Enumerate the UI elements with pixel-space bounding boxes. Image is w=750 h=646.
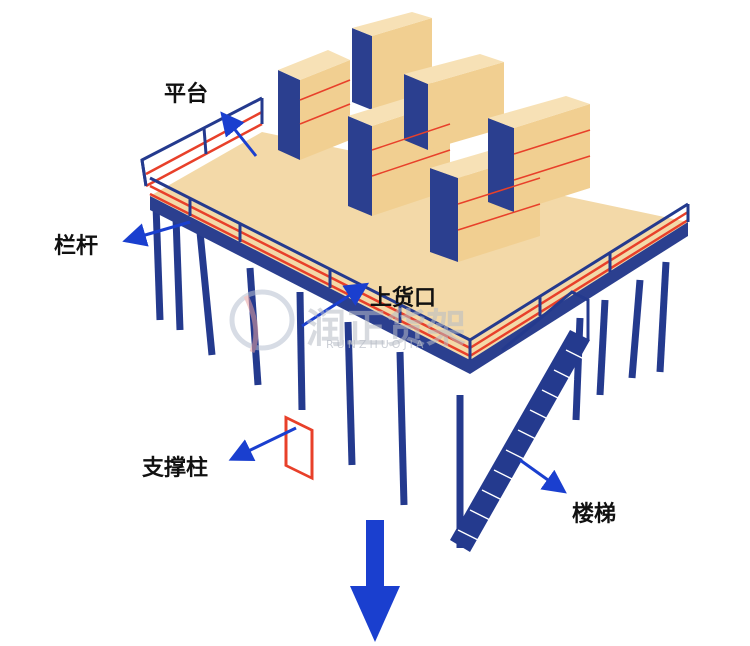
stairs-arrow	[519, 458, 567, 494]
loading-port-arrow	[301, 282, 370, 328]
storage-racks	[278, 12, 591, 262]
label-support-column: 支撑柱	[142, 456, 209, 481]
down-arrow-icon	[350, 520, 400, 642]
label-stairs: 楼梯	[572, 502, 617, 527]
support-column-arrow	[228, 426, 297, 461]
loading-port-gate	[284, 415, 314, 481]
annotation-arrows	[122, 111, 567, 494]
runzheng-logo-icon	[229, 289, 295, 354]
watermark-brand: 润正货架	[306, 306, 466, 352]
rack-center-back	[404, 54, 504, 150]
label-platform: 平台	[164, 82, 209, 107]
watermark-pinyin: RUNZHUOJIA	[326, 338, 427, 351]
railing-arrow	[122, 220, 191, 247]
railing	[140, 96, 690, 360]
label-railing: 栏杆	[54, 234, 99, 259]
platform-arrow	[220, 111, 258, 157]
label-loading-port: 上货口	[370, 286, 437, 311]
stairs	[450, 290, 590, 552]
rack-back-left	[278, 50, 350, 160]
